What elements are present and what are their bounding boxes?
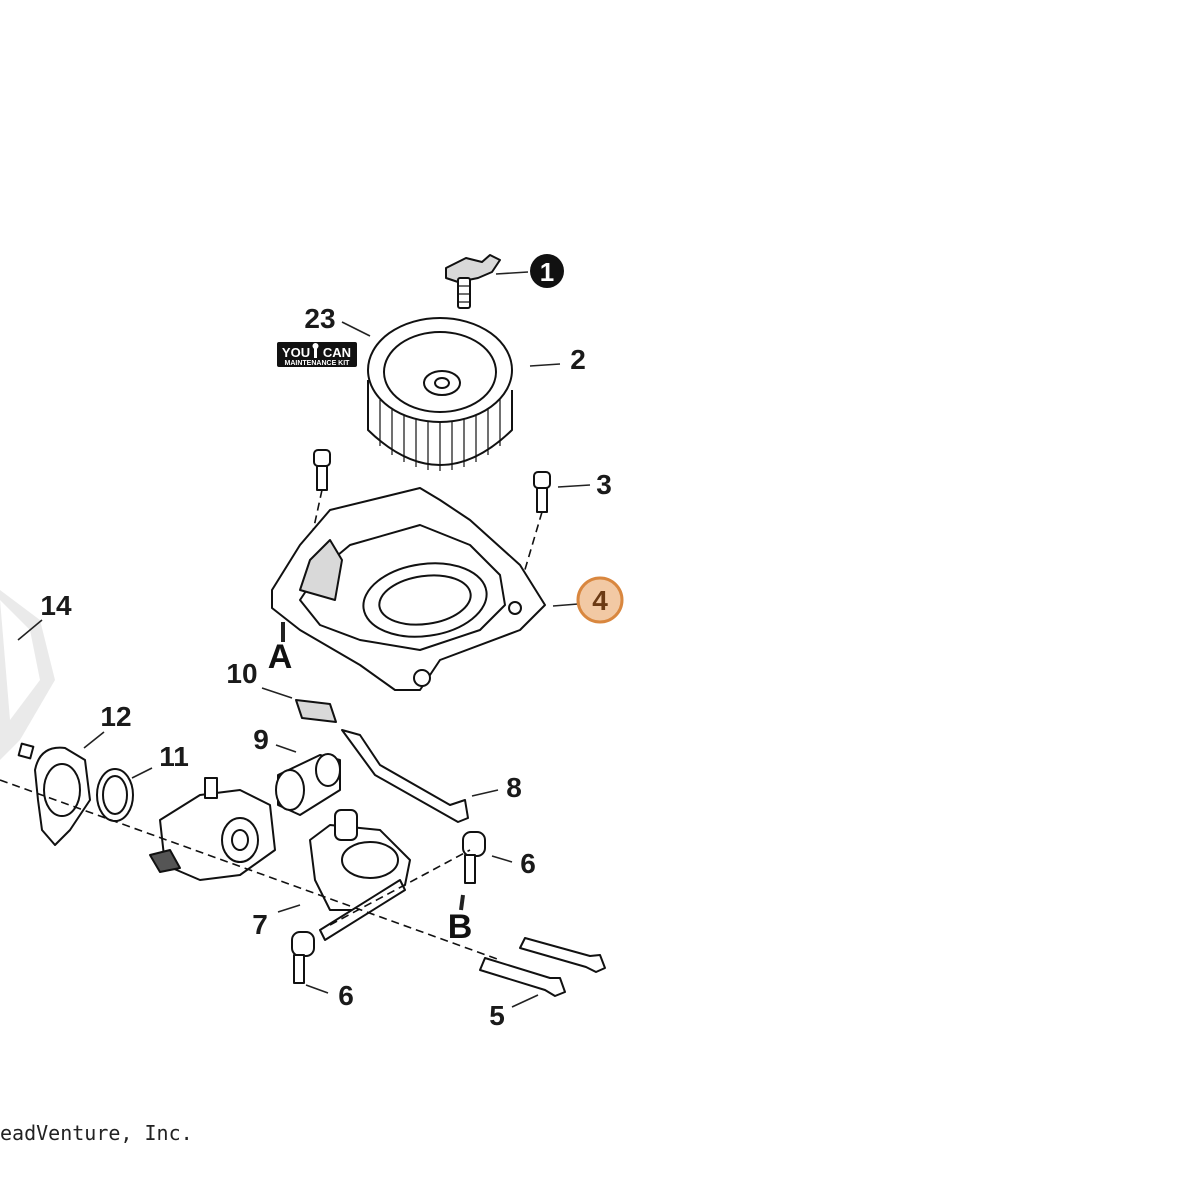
badge-maintenance-label: MAINTENANCE KIT — [285, 360, 351, 367]
callout-5[interactable]: 5 — [489, 1000, 505, 1031]
callout-3[interactable]: 3 — [596, 469, 612, 500]
badge-can-label: CAN — [323, 345, 351, 360]
callout-7[interactable]: 7 — [252, 909, 268, 940]
badge-you-label: YOU — [282, 345, 310, 360]
callout-4-highlighted[interactable]: 4 — [576, 576, 624, 624]
callout-6-upper[interactable]: 6 — [520, 848, 536, 879]
reference-letter-b: B — [448, 908, 473, 946]
part-wing-nut[interactable] — [445, 254, 501, 309]
part-carburetor[interactable] — [149, 777, 276, 881]
part-intake-sleeve[interactable] — [275, 753, 341, 816]
callout-12[interactable]: 12 — [100, 701, 131, 732]
part-bolt-lower[interactable] — [479, 957, 566, 997]
part-gasket[interactable] — [96, 768, 134, 822]
callout-23[interactable]: 23 — [304, 303, 335, 334]
callout-6-lower[interactable]: 6 — [338, 980, 354, 1011]
assembly-lines — [0, 779, 501, 961]
part-bracket[interactable] — [295, 699, 337, 723]
reference-letter-a: A — [268, 638, 293, 676]
callout-4-label: 4 — [592, 585, 608, 616]
part-bolt-upper[interactable] — [519, 937, 606, 973]
leader-lines — [17, 271, 591, 1008]
callout-14[interactable]: 14 — [40, 590, 72, 621]
part-connector-bottom[interactable] — [291, 931, 315, 984]
part-flange[interactable] — [17, 742, 91, 846]
part-screw-left[interactable] — [297, 449, 331, 601]
callout-11[interactable]: 11 — [159, 741, 189, 772]
part-screw-right[interactable] — [515, 471, 551, 601]
callout-2[interactable]: 2 — [570, 344, 586, 375]
callout-1[interactable]: 1 — [530, 254, 564, 288]
callout-10[interactable]: 10 — [226, 658, 257, 689]
part-filter-base[interactable] — [271, 487, 546, 691]
callout-1-label: 1 — [540, 257, 554, 287]
callout-8[interactable]: 8 — [506, 772, 522, 803]
part-connector-top[interactable] — [462, 831, 486, 884]
callout-9[interactable]: 9 — [253, 724, 269, 755]
wrench-icon — [312, 343, 319, 358]
part-manifold[interactable] — [309, 809, 411, 941]
part-throttle-rod[interactable] — [341, 729, 469, 823]
copyright-text: eadVenture, Inc. — [0, 1121, 193, 1145]
maintenance-kit-badge[interactable]: YOU CAN MAINTENANCE KIT — [277, 342, 357, 367]
part-air-filter[interactable] — [367, 317, 513, 471]
